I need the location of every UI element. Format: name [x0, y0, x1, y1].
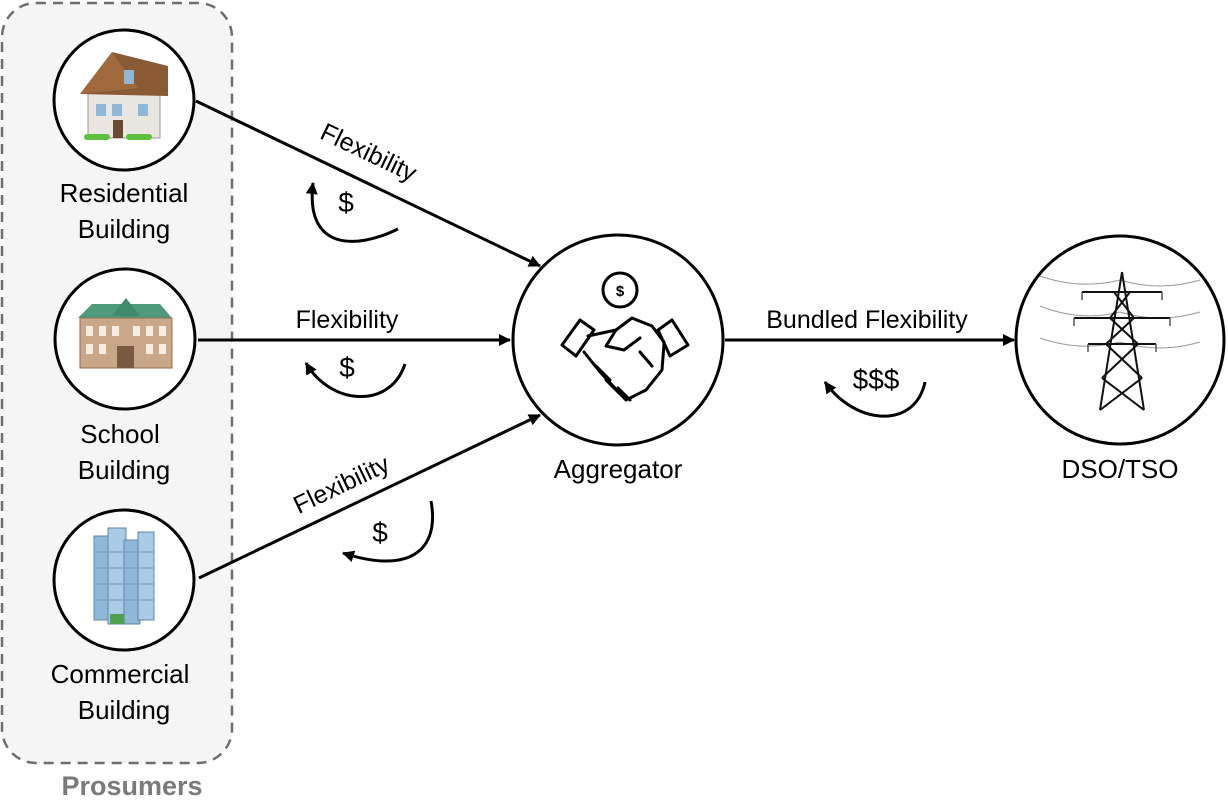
commercial-node	[52, 508, 196, 652]
residential-label-line2: Building	[78, 214, 171, 244]
handshake-icon	[560, 316, 690, 402]
residential-flex-arrow	[195, 99, 541, 268]
house-icon	[80, 52, 168, 140]
skyscraper-icon	[93, 527, 155, 625]
svg-text:$: $	[616, 283, 625, 300]
residential-label-line1: Residential	[60, 178, 189, 208]
dollar-coin-icon: $	[601, 271, 639, 309]
school-payment-label: $	[339, 352, 355, 383]
school-label-line2: Building	[78, 455, 171, 485]
residential-node	[52, 28, 196, 172]
bundled-payment-label: $$$	[853, 364, 900, 395]
power-pylon-icon	[1039, 271, 1201, 411]
operator-node	[1014, 234, 1226, 446]
commercial-flex-arrow	[198, 413, 541, 580]
commercial-label-line1: Commercial	[51, 659, 190, 689]
school-label-line1: School	[80, 419, 160, 449]
aggregator-node: $	[511, 233, 725, 447]
school-node	[53, 267, 197, 411]
residential-payment-label: $	[338, 187, 354, 218]
school-payment-arrow	[304, 362, 407, 398]
operator-label: DSO/TSO	[1061, 454, 1178, 484]
school-building-icon	[78, 298, 173, 369]
school-flex-label: Flexibility	[296, 306, 399, 334]
commercial-payment-label: $	[372, 517, 388, 548]
residential-flex-label: Flexibility	[316, 118, 421, 188]
commercial-payment-arrow	[342, 500, 434, 563]
bundled-flex-label: Bundled Flexibility	[766, 306, 968, 334]
bundled-payment-arrow	[823, 381, 927, 418]
residential-payment-arrow	[305, 182, 399, 243]
aggregator-label: Aggregator	[554, 454, 683, 484]
prosumers-label: Prosumers	[61, 771, 202, 801]
commercial-label-line2: Building	[78, 695, 171, 725]
